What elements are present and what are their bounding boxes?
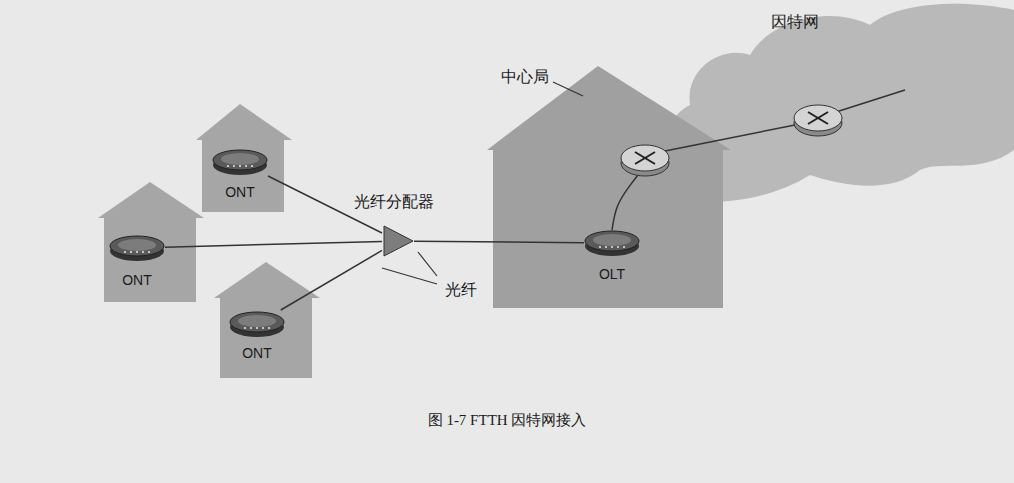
modem-icon (110, 236, 164, 261)
ont-device: ONT (212, 148, 268, 176)
figure-caption: 图 1-7 FTTH 因特网接入 (428, 412, 587, 428)
olt-device-shape (584, 229, 640, 257)
link-line (612, 170, 642, 230)
leader-line (553, 82, 583, 96)
router-links (612, 90, 905, 230)
house (196, 104, 292, 212)
fiber-line (414, 241, 584, 243)
ont-device-shape (229, 310, 285, 338)
node-label: ONT (122, 272, 152, 288)
router-symbol (621, 145, 669, 176)
olt-device: OLT (584, 229, 640, 257)
leader-line (382, 268, 437, 284)
modem-icon (213, 150, 267, 175)
link-line (836, 90, 905, 112)
leader-line (418, 252, 437, 276)
splitter-triangle (384, 226, 413, 256)
fiber-line (281, 250, 382, 310)
node-label: ONT (242, 345, 272, 361)
central-office: 中心局 OLT (485, 62, 733, 310)
house (98, 182, 204, 302)
fiber-label: 光纤 (445, 281, 477, 298)
node-label: ONT (225, 184, 255, 200)
modem-icon (585, 231, 639, 256)
fiber-line (165, 241, 382, 247)
optical-splitter-shape (382, 224, 414, 258)
fiber-line (268, 176, 382, 233)
node-label: 中心局 (501, 68, 549, 85)
ont-device: ONT (109, 234, 165, 262)
house (214, 262, 320, 378)
cloud-outline (662, 4, 1014, 202)
node-label: OLT (599, 266, 625, 282)
optical-splitter: 光纤分配器 (382, 224, 414, 258)
node-label: 因特网 (771, 13, 819, 30)
router-symbol (794, 105, 842, 136)
modem-icon (230, 312, 284, 337)
ont-device: ONT (229, 310, 285, 338)
ont-device-shape (109, 234, 165, 262)
ont-device-shape (212, 148, 268, 176)
link-line (660, 124, 800, 152)
node-label: 光纤分配器 (354, 193, 434, 210)
